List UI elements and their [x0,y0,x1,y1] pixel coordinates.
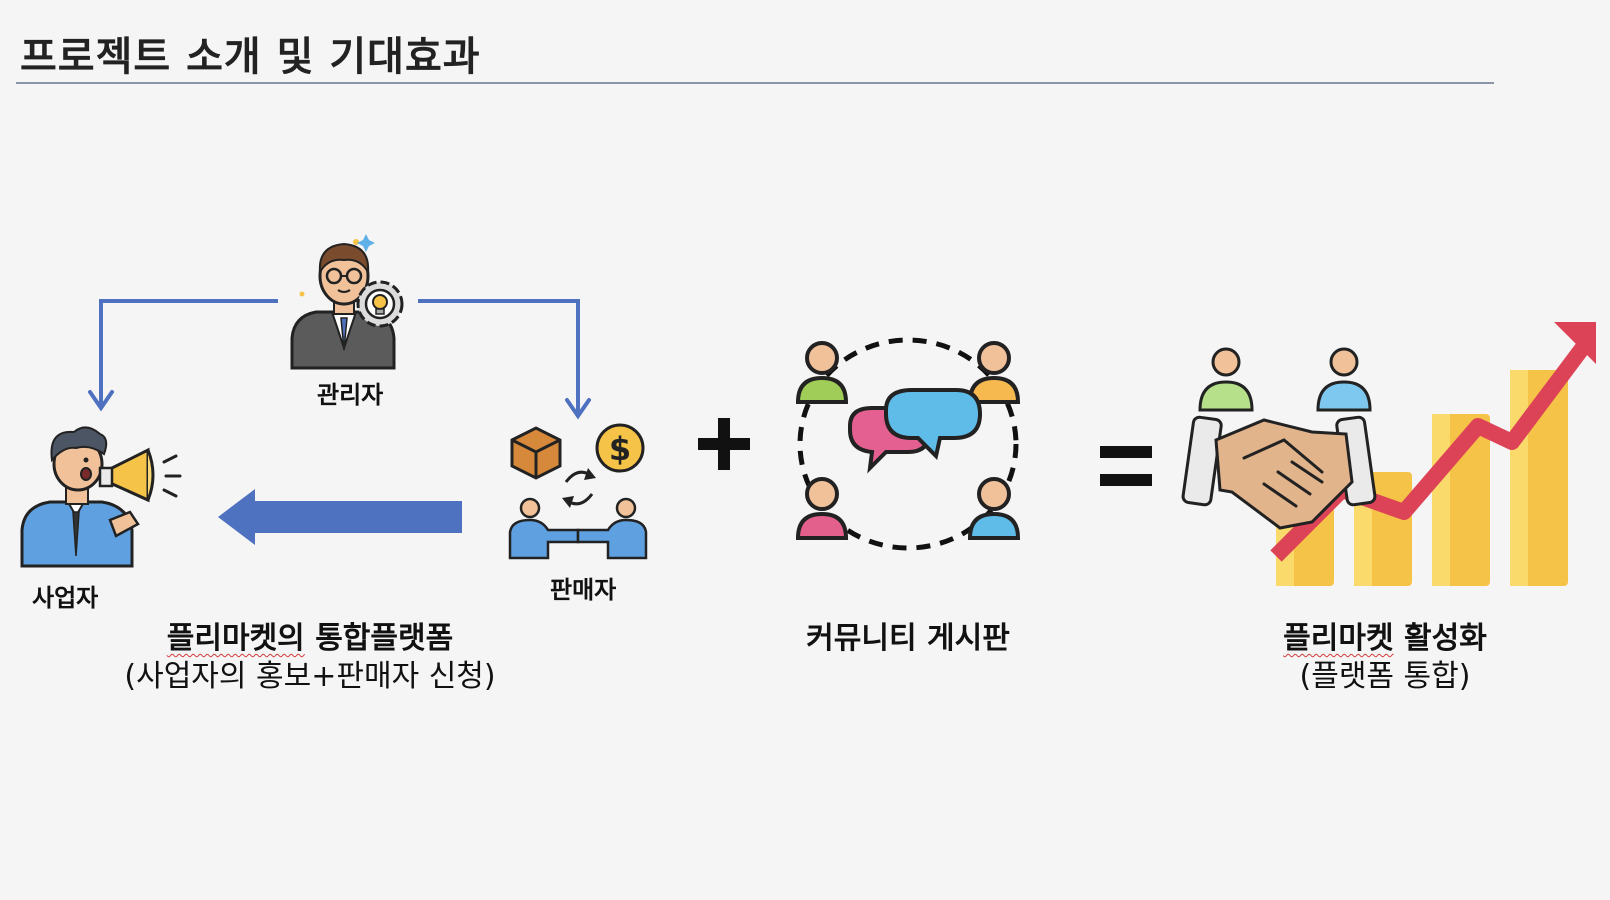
svg-text:$: $ [609,430,631,468]
activation-caption-underlined: 플리마켓 [1283,621,1394,656]
member-orange-icon [967,341,1021,404]
activation-caption-title: 플리마켓 활성화 [1195,620,1575,658]
platform-caption: 플리마켓의 통합플랫폼 (사업자의 홍보+판매자 신청) [80,620,540,696]
business-label: 사업자 [32,584,99,612]
growth-arrowhead [1554,322,1596,364]
trade-exchange-icon: $ [508,423,648,560]
member-pink-icon [795,477,849,540]
activation-caption: 플리마켓 활성화 (플랫폼 통합) [1195,620,1575,696]
platform-caption-underlined: 플리마켓의 [166,621,305,656]
platform-caption-rest: 통합플랫폼 [304,621,454,656]
megaphone-person-icon [20,426,182,568]
member-blue-icon [967,477,1021,540]
activation-caption-sub: (플랫폼 통합) [1299,659,1471,694]
activation-caption-rest: 활성화 [1393,621,1487,656]
equals-operator [1100,446,1152,486]
community-chat-icon [795,337,1021,551]
admin-to-business-connector [99,299,278,405]
member-green-icon [795,341,849,404]
businessman-idea-icon [290,234,404,370]
title-divider [16,82,1494,84]
admin-label: 관리자 [317,381,384,409]
platform-caption-title: 플리마켓의 통합플랫폼 [80,620,540,658]
platform-caption-sub: (사업자의 홍보+판매자 신청) [124,659,496,694]
admin-to-seller-connector [418,299,580,413]
community-caption-title: 커뮤니티 게시판 [806,621,1010,656]
admin-to-business-arrowhead [88,390,114,412]
admin-to-seller-arrowhead [565,398,591,420]
handshake-growth-chart-icon [1181,322,1596,586]
seller-label: 판매자 [550,576,617,604]
plus-operator [698,418,750,470]
page-title: 프로젝트 소개 및 기대효과 [20,34,481,80]
seller-to-business-arrow [218,489,462,545]
community-caption: 커뮤니티 게시판 [708,620,1108,658]
